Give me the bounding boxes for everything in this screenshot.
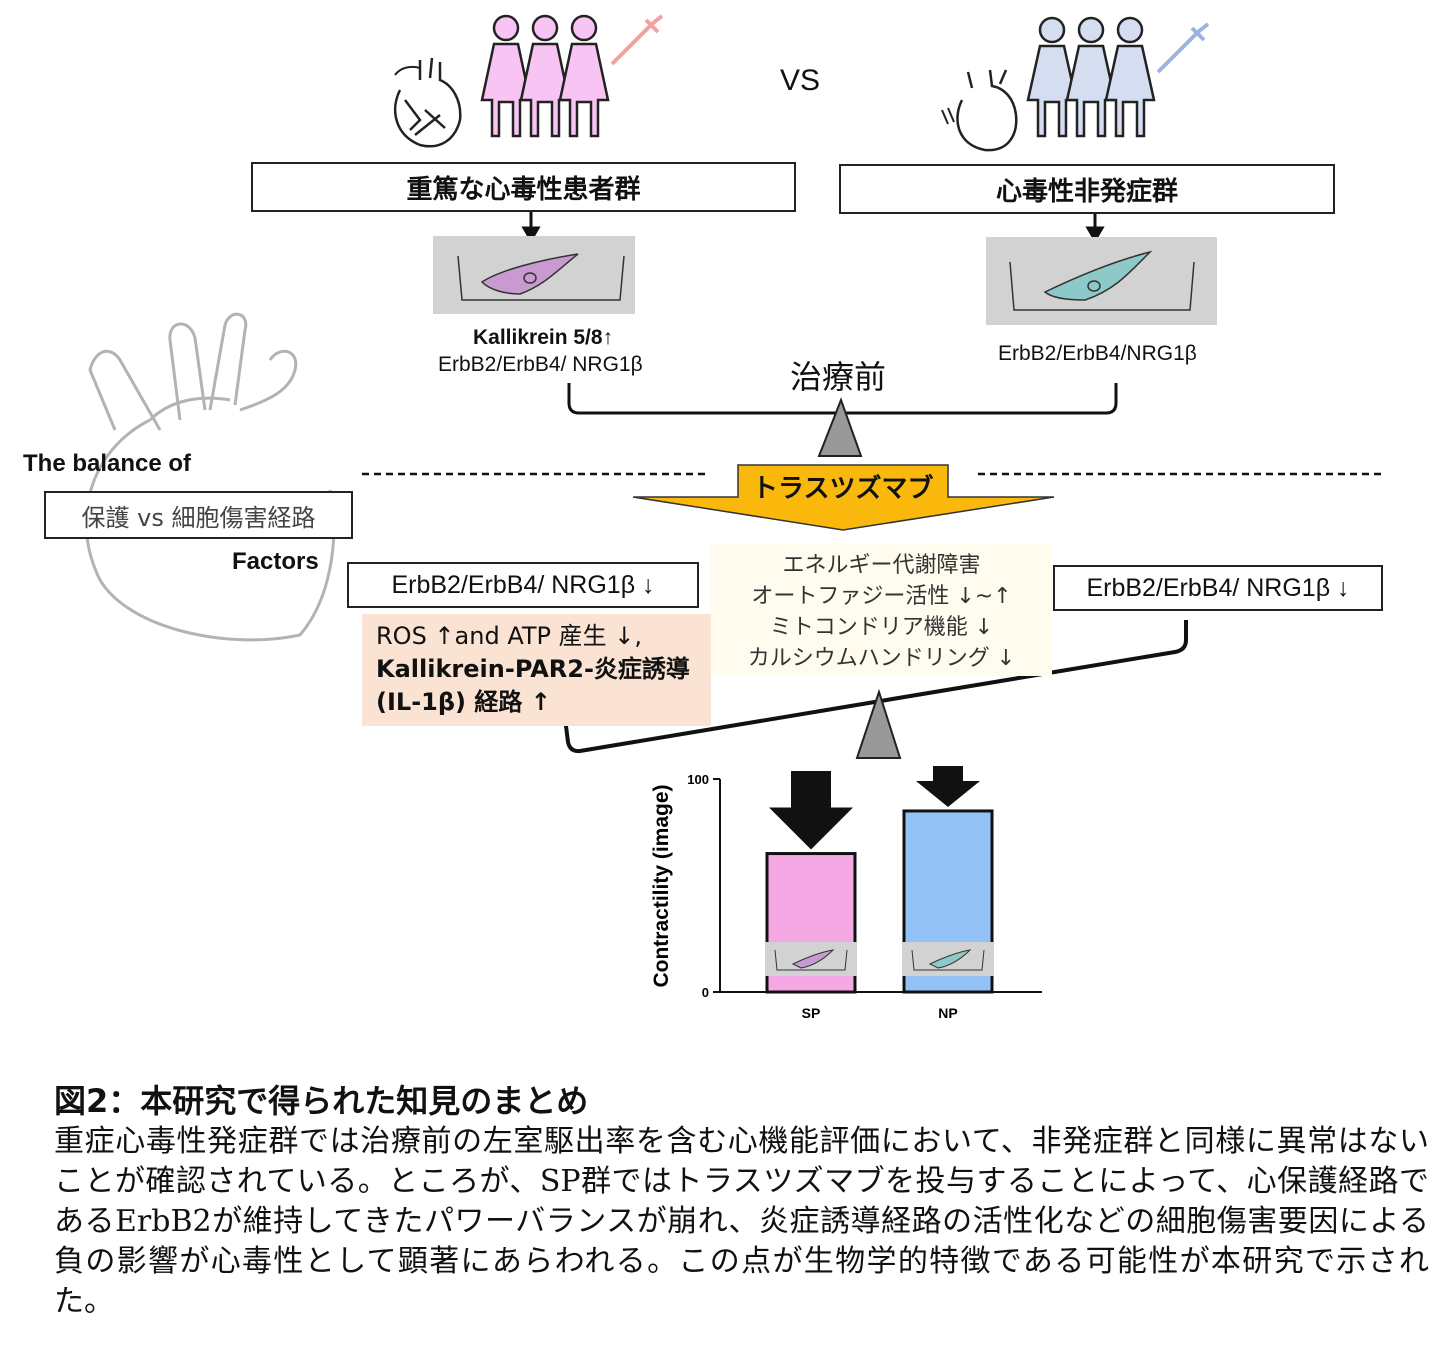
damaged-heart-icon bbox=[393, 57, 462, 148]
sp-factors-label: ErbB2/ErbB4/ NRG1β bbox=[438, 353, 643, 376]
sp-pathway-panel: ROS ↑and ATP 産生 ↓, Kallikrein-PAR2-炎症誘導 … bbox=[362, 614, 711, 726]
sp-after-factors-label: ErbB2/ErbB4/ NRG1β ↓ bbox=[391, 570, 655, 599]
protective-vs-cytotoxic-label: 保護 vs 細胞傷害経路 bbox=[81, 503, 316, 532]
y-tick-label: 0 bbox=[702, 985, 709, 1000]
x-tick-label-sp: SP bbox=[802, 1005, 821, 1021]
kallikrein-label: Kallikrein 5/8↑ bbox=[473, 326, 614, 349]
pink-patient-group-icon bbox=[480, 14, 610, 138]
bar-cell-np bbox=[928, 949, 972, 969]
background-heart-icon bbox=[84, 312, 336, 642]
decrease-arrow-icon-np bbox=[916, 766, 980, 807]
before-treatment-label: 治療前 bbox=[790, 358, 887, 396]
factors-label: Factors bbox=[232, 548, 319, 575]
severe-group-label: 重篤な心毒性患者群 bbox=[406, 174, 641, 205]
bar-cell-dish-np bbox=[911, 949, 985, 971]
damaged-heart-icon-outline bbox=[394, 65, 421, 76]
trastuzumab-arrow-icon bbox=[632, 464, 1055, 531]
y-tick-label: 100 bbox=[687, 772, 709, 787]
kallikrein-par2-line: Kallikrein-PAR2-炎症誘導 bbox=[376, 655, 690, 683]
np-after-factors-box: ErbB2/ErbB4/ NRG1β ↓ bbox=[1053, 565, 1383, 611]
cell-image-sp bbox=[433, 236, 635, 314]
vs-label: VS bbox=[780, 64, 821, 97]
trastuzumab-label: トラスツズマブ bbox=[752, 474, 934, 504]
bar-cell-sp bbox=[791, 949, 835, 969]
y-axis-label: Contractility (image) bbox=[650, 784, 673, 987]
np-after-factors-label: ErbB2/ErbB4/ NRG1β ↓ bbox=[1086, 573, 1350, 602]
balance-of-label: The balance of bbox=[23, 450, 192, 477]
protective-vs-cytotoxic-box: 保護 vs 細胞傷害経路 bbox=[44, 491, 353, 539]
figure-caption-title: 図2：本研究で得られた知見のまとめ bbox=[54, 1082, 589, 1120]
decrease-arrow-icon-sp bbox=[769, 771, 853, 850]
energy-metabolism-line: エネルギー代謝障害 bbox=[782, 553, 981, 578]
down-arrow-icon bbox=[521, 212, 1105, 243]
fulcrum-lower-icon bbox=[855, 688, 902, 759]
non-onset-group-label: 心毒性非発症群 bbox=[995, 176, 1178, 207]
il1b-pathway-line: (IL-1β) 経路 ↑ bbox=[376, 688, 551, 716]
heartbeat-motion-icon bbox=[941, 107, 955, 125]
x-tick-label-np: NP bbox=[938, 1005, 957, 1021]
np-factors-label: ErbB2/ErbB4/NRG1β bbox=[998, 342, 1197, 365]
cell-image-np bbox=[986, 237, 1217, 325]
ros-atp-line: ROS ↑and ATP 産生 ↓, bbox=[376, 622, 643, 650]
syringe-icon-pink bbox=[610, 14, 664, 66]
autophagy-line: オートファジー活性 ↓~↑ bbox=[751, 584, 1012, 609]
healthy-heart-icon bbox=[956, 69, 1018, 152]
common-mechanisms-panel: エネルギー代謝障害 オートファジー活性 ↓~↑ ミトコンドリア機能 ↓ カルシウ… bbox=[711, 544, 1052, 676]
calcium-handling-line: カルシウムハンドリング ↓ bbox=[747, 646, 1016, 671]
syringe-icon-blue bbox=[1156, 22, 1210, 74]
mitochondria-line: ミトコンドリア機能 ↓ bbox=[769, 615, 994, 640]
non-cardiotoxicity-group-box: 心毒性非発症群 bbox=[839, 164, 1335, 214]
bar-cell-dish-sp bbox=[774, 949, 848, 971]
sp-after-factors-box: ErbB2/ErbB4/ NRG1β ↓ bbox=[347, 562, 699, 608]
fulcrum-upper-icon bbox=[817, 397, 863, 457]
figure-caption-body: 重症心毒性発症群では治療前の左室駆出率を含む心機能評価において、非発症群と同様に… bbox=[54, 1124, 1429, 1319]
blue-patient-group-icon bbox=[1026, 16, 1156, 138]
severe-cardiotoxicity-group-box: 重篤な心毒性患者群 bbox=[251, 162, 796, 212]
